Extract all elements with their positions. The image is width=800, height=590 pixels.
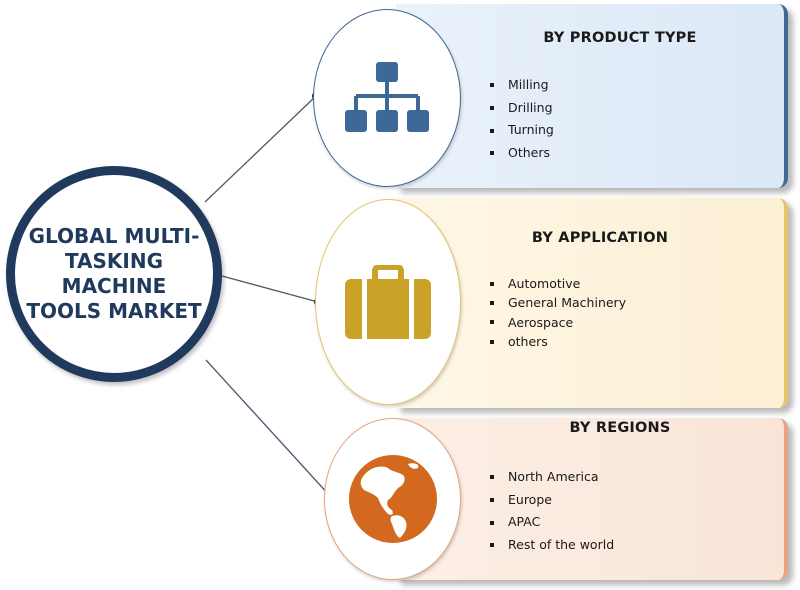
list-item: Automotive [490, 274, 626, 293]
globe-icon [348, 455, 437, 543]
icon-circle-application [315, 199, 461, 405]
list-item: others [490, 332, 626, 351]
list-item: General Machinery [490, 293, 626, 312]
market-title: GLOBAL MULTI-TASKING MACHINE TOOLS MARKE… [26, 224, 202, 323]
connector-line-regions [205, 359, 331, 497]
connector-line-product [204, 95, 317, 203]
list-item: Turning [490, 119, 554, 142]
segment-title-application: BY APPLICATION [531, 230, 669, 246]
segment-card-application: BY APPLICATION Automotive General Machin… [396, 198, 788, 408]
list-item: APAC [490, 511, 614, 534]
segment-title-regions: BY REGIONS [569, 420, 671, 436]
segment-card-regions: BY REGIONS North America Europe APAC Res… [396, 418, 788, 580]
market-hub-circle: GLOBAL MULTI-TASKING MACHINE TOOLS MARKE… [6, 166, 222, 382]
segment-title-product-type: BY PRODUCT TYPE [543, 30, 697, 46]
list-item: Europe [490, 489, 614, 512]
list-item: North America [490, 466, 614, 489]
list-item: Others [490, 142, 554, 165]
segment-card-product-type: BY PRODUCT TYPE Milling Drilling Turning… [396, 4, 788, 188]
list-item: Drilling [490, 97, 554, 120]
list-item: Milling [490, 74, 554, 97]
segment-list-application: Automotive General Machinery Aerospace o… [490, 274, 626, 351]
icon-circle-product-type [313, 9, 461, 187]
hierarchy-icon [345, 62, 429, 132]
list-item: Aerospace [490, 313, 626, 332]
segment-list-product-type: Milling Drilling Turning Others [490, 74, 554, 165]
segment-list-regions: North America Europe APAC Rest of the wo… [490, 466, 614, 557]
briefcase-icon [345, 265, 431, 339]
icon-circle-regions [324, 418, 461, 580]
connector-line-application [221, 275, 319, 303]
list-item: Rest of the world [490, 534, 614, 557]
